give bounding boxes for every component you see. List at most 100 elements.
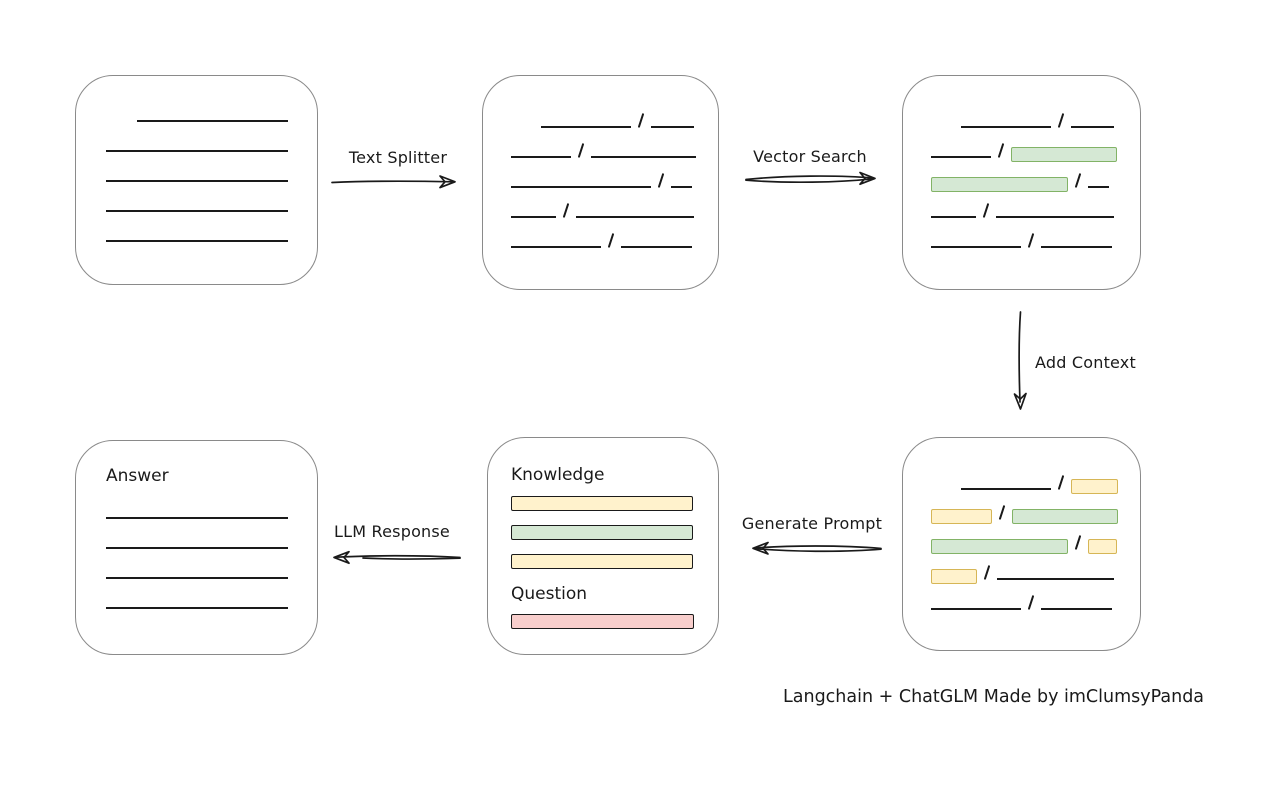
chunk-row	[511, 98, 718, 128]
context-chunks-box	[902, 437, 1141, 651]
text-line	[106, 517, 288, 519]
text-line	[961, 126, 1051, 128]
text-line	[106, 240, 288, 242]
text-line	[106, 150, 288, 152]
text-line	[106, 180, 288, 182]
text-line	[651, 126, 695, 128]
slash-separator	[997, 143, 1005, 158]
document-lines	[76, 76, 317, 270]
chunk-row	[511, 218, 718, 248]
text-line	[931, 608, 1021, 610]
slash-separator	[1027, 595, 1035, 610]
question-bars	[511, 614, 694, 629]
text-line	[1071, 126, 1115, 128]
split-chunk-rows	[483, 76, 718, 248]
diagram-caption: Langchain + ChatGLM Made by imClumsyPand…	[783, 687, 1205, 707]
knowledge-bars	[511, 496, 694, 569]
chunk-highlight-green	[1012, 509, 1119, 524]
chunk-row	[931, 128, 1140, 162]
text-line	[137, 120, 288, 122]
text-line	[931, 156, 991, 158]
text-line	[511, 156, 571, 158]
split-chunks-box	[482, 75, 719, 290]
chunk-row	[931, 98, 1140, 128]
text-line	[511, 246, 601, 248]
chunk-row	[511, 188, 718, 218]
text-line	[621, 246, 693, 248]
vector-search-label: Vector Search	[753, 147, 867, 166]
slash-separator	[1074, 173, 1082, 188]
chunk-highlight-green	[931, 177, 1068, 192]
chunk-row	[931, 490, 1140, 524]
text-line	[106, 210, 288, 212]
chunk-highlight-yellow	[1071, 479, 1119, 494]
knowledge-label: Knowledge	[511, 465, 605, 485]
context-chunk-rows	[903, 438, 1140, 610]
add-context-arrow-icon	[1013, 311, 1027, 410]
chunk-row	[931, 218, 1140, 248]
text-line	[1041, 608, 1113, 610]
vector-search-arrow-icon	[745, 171, 876, 186]
prompt-box: Knowledge Question	[487, 437, 719, 655]
chunk-row	[931, 550, 1140, 584]
chunk-row	[931, 188, 1140, 218]
text-splitter-arrow-icon	[331, 175, 456, 189]
slash-separator	[983, 565, 991, 580]
question-label: Question	[511, 584, 588, 604]
red-bar	[511, 614, 694, 629]
slash-separator	[657, 173, 665, 188]
slash-separator	[1057, 113, 1065, 128]
chunk-highlight-yellow	[931, 569, 977, 584]
slash-separator	[1057, 475, 1065, 490]
chunk-row	[511, 128, 718, 158]
text-line	[931, 246, 1021, 248]
matched-chunks-box	[902, 75, 1141, 290]
text-line	[591, 156, 697, 158]
green-bar	[511, 525, 693, 540]
slash-separator	[577, 143, 585, 158]
slash-separator	[637, 113, 645, 128]
chunk-highlight-yellow	[1088, 539, 1118, 554]
text-line	[1088, 186, 1110, 188]
text-line	[1041, 246, 1113, 248]
generate-prompt-label: Generate Prompt	[741, 514, 883, 533]
slash-separator	[607, 233, 615, 248]
text-line	[106, 577, 288, 579]
text-line	[576, 216, 695, 218]
slash-separator	[562, 203, 570, 218]
text-line	[996, 216, 1115, 218]
text-line	[106, 607, 288, 609]
chunk-row	[931, 460, 1140, 494]
chunk-highlight-green	[1011, 147, 1118, 162]
slash-separator	[1074, 535, 1082, 550]
chunk-row	[511, 158, 718, 188]
text-line	[511, 186, 651, 188]
chunk-highlight-yellow	[931, 509, 992, 524]
yellow-bar	[511, 554, 693, 569]
slash-separator	[998, 505, 1006, 520]
text-line	[511, 216, 556, 218]
slash-separator	[1027, 233, 1035, 248]
chunk-row	[931, 520, 1140, 554]
chunk-row	[931, 158, 1140, 192]
chunk-row	[931, 580, 1140, 610]
generate-prompt-arrow-icon	[752, 541, 882, 555]
slash-separator	[982, 203, 990, 218]
text-line	[671, 186, 693, 188]
text-line	[997, 578, 1115, 580]
answer-box: Answer	[75, 440, 318, 655]
text-line	[106, 547, 288, 549]
answer-lines	[106, 517, 288, 637]
text-line	[961, 488, 1051, 490]
yellow-bar	[511, 496, 693, 511]
text-splitter-label: Text Splitter	[348, 148, 448, 167]
answer-label: Answer	[106, 466, 169, 486]
matched-chunk-rows	[903, 76, 1140, 248]
text-line	[541, 126, 631, 128]
llm-response-arrow-icon	[333, 550, 461, 565]
document-box	[75, 75, 318, 285]
llm-response-label: LLM Response	[334, 522, 450, 541]
add-context-label: Add Context	[1035, 353, 1136, 372]
text-line	[931, 216, 976, 218]
